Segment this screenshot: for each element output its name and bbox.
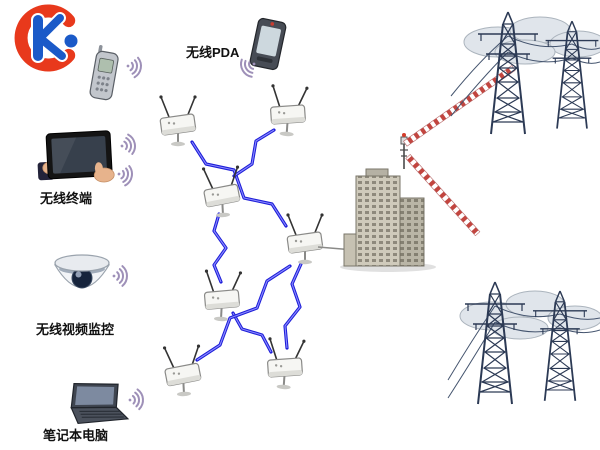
antenna-mast-icon	[400, 133, 408, 169]
label-wireless-terminal: 无线终端	[39, 191, 92, 206]
lightning-link-icon	[232, 128, 276, 178]
pda-icon	[249, 17, 287, 71]
wireless-ap-icon	[161, 343, 204, 399]
laptop-icon	[70, 382, 130, 425]
lightning-link-icon	[283, 262, 303, 350]
office-building-icon	[340, 133, 436, 272]
signal-waves-icon	[117, 132, 138, 157]
wireless-ap-icon	[158, 94, 198, 148]
lightning-link-icon	[231, 311, 273, 354]
striped-beam-icon	[405, 154, 481, 237]
lightning-link-icon	[190, 140, 288, 228]
label-wireless-video: 无线视频监控	[35, 322, 114, 337]
dome-camera-icon	[53, 254, 111, 289]
lightning-link-icon	[195, 264, 292, 362]
wireless-ap-icon	[200, 164, 243, 220]
mobile-phone-icon	[89, 44, 119, 101]
lightning-link-icon	[212, 212, 228, 284]
label-laptop: 笔记本电脑	[43, 428, 108, 443]
label-wireless-pda: 无线PDA	[185, 45, 240, 60]
tablet-terminal-icon	[37, 130, 115, 183]
signal-waves-icon	[123, 55, 144, 80]
kd-logo	[14, 4, 78, 72]
signal-waves-icon	[114, 163, 135, 188]
signal-waves-icon	[126, 388, 145, 411]
signal-waves-icon	[111, 265, 128, 287]
wireless-ap-icon	[285, 212, 325, 266]
